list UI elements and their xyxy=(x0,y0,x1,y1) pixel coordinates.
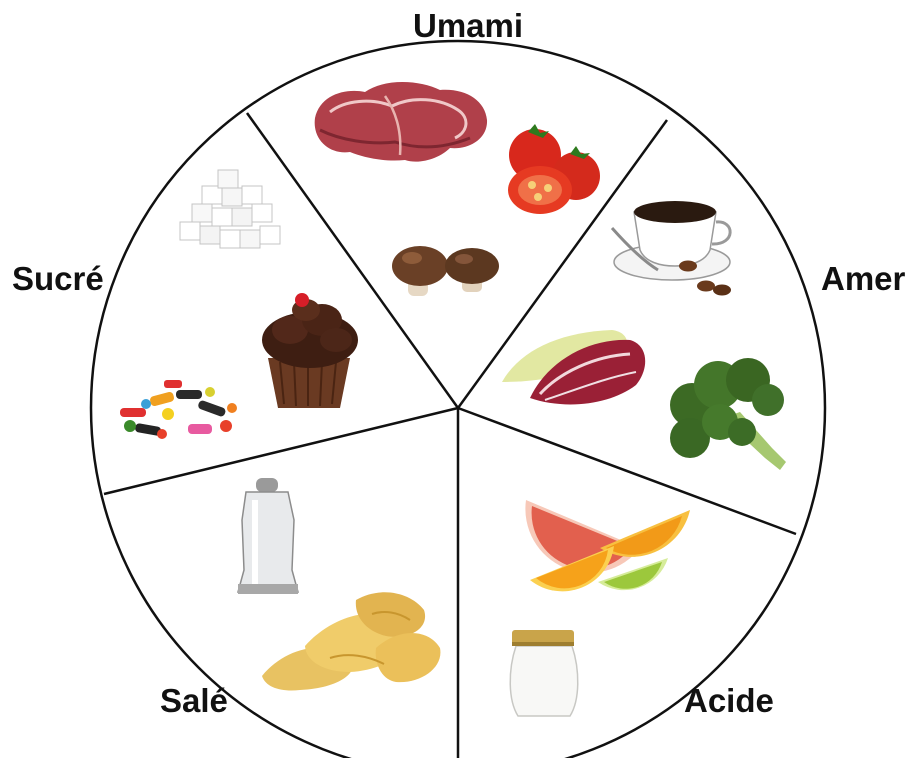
tomato-icon xyxy=(508,124,600,214)
potato-chips-icon xyxy=(262,592,440,690)
citrus-icon xyxy=(525,500,690,591)
yogurt-jar-icon xyxy=(510,630,578,716)
meat-icon xyxy=(315,82,487,162)
broccoli-icon xyxy=(670,358,786,470)
sector-label-umami: Umami xyxy=(413,9,523,42)
candies-icon xyxy=(120,380,237,439)
mushroom-icon xyxy=(392,246,499,296)
salt-shaker-icon xyxy=(238,478,298,594)
sector-label-acide: Acide xyxy=(684,684,774,717)
sector-label-sale: Salé xyxy=(160,684,228,717)
endive-icon xyxy=(502,330,645,404)
sector-label-amer: Amer xyxy=(821,262,905,295)
coffee-cup-icon xyxy=(612,201,731,296)
sector-label-sucre: Sucré xyxy=(12,262,104,295)
sugar-cubes-icon xyxy=(180,170,280,248)
divider-sale-sucre xyxy=(104,408,458,494)
cupcake-icon xyxy=(262,293,358,408)
